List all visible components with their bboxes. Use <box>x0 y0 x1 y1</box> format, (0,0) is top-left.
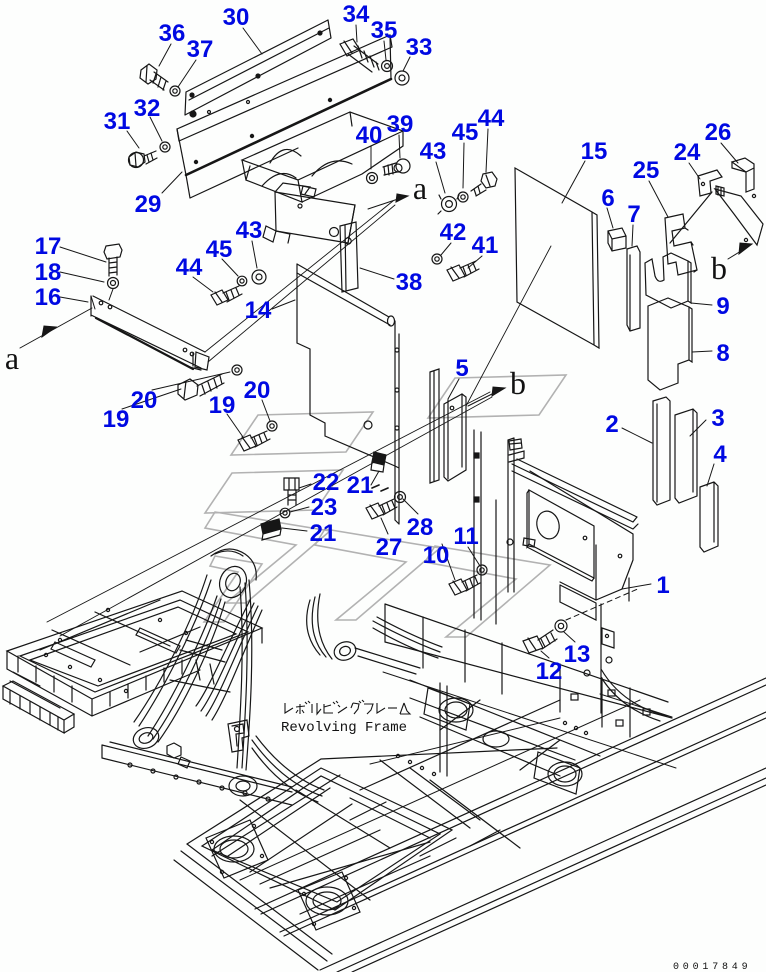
svg-text:31: 31 <box>104 108 131 135</box>
svg-text:Revolving Frame: Revolving Frame <box>281 720 407 736</box>
svg-text:1: 1 <box>656 572 669 599</box>
svg-text:39: 39 <box>387 111 414 138</box>
svg-text:36: 36 <box>159 20 186 47</box>
svg-text:19: 19 <box>209 392 236 419</box>
svg-text:35: 35 <box>371 17 398 44</box>
svg-text:a: a <box>5 340 19 376</box>
svg-text:18: 18 <box>35 259 62 286</box>
svg-text:26: 26 <box>705 119 732 146</box>
svg-text:a: a <box>413 170 427 206</box>
svg-text:10: 10 <box>423 542 450 569</box>
svg-text:6: 6 <box>601 185 614 212</box>
svg-text:28: 28 <box>407 514 434 541</box>
svg-text:22: 22 <box>313 469 340 496</box>
svg-text:14: 14 <box>245 297 272 324</box>
svg-text:9: 9 <box>716 293 729 320</box>
svg-text:17: 17 <box>35 233 62 260</box>
svg-text:24: 24 <box>674 139 701 166</box>
svg-text:30: 30 <box>223 4 250 31</box>
svg-text:29: 29 <box>135 191 162 218</box>
svg-text:41: 41 <box>472 232 499 259</box>
svg-text:43: 43 <box>236 217 263 244</box>
svg-text:25: 25 <box>633 157 660 184</box>
svg-text:2: 2 <box>605 411 618 438</box>
svg-text:45: 45 <box>206 236 233 263</box>
svg-text:38: 38 <box>396 269 423 296</box>
svg-text:20: 20 <box>131 387 158 414</box>
svg-text:7: 7 <box>627 201 640 228</box>
svg-text:8: 8 <box>716 340 729 367</box>
svg-text:00017849: 00017849 <box>673 962 751 972</box>
svg-text:32: 32 <box>134 95 161 122</box>
svg-text:19: 19 <box>103 406 130 433</box>
svg-text:21: 21 <box>347 472 374 499</box>
svg-text:15: 15 <box>581 138 608 165</box>
svg-text:44: 44 <box>176 254 203 281</box>
svg-text:33: 33 <box>406 34 433 61</box>
svg-text:44: 44 <box>478 105 505 132</box>
svg-text:42: 42 <box>440 219 467 246</box>
svg-text:12: 12 <box>536 658 563 685</box>
svg-text:21: 21 <box>310 520 337 547</box>
svg-text:34: 34 <box>343 1 370 28</box>
svg-text:45: 45 <box>452 119 479 146</box>
svg-text:40: 40 <box>356 122 383 149</box>
svg-text:27: 27 <box>376 534 403 561</box>
svg-text:3: 3 <box>711 405 724 432</box>
svg-text:43: 43 <box>420 138 447 165</box>
svg-text:b: b <box>510 365 526 401</box>
svg-text:20: 20 <box>244 377 271 404</box>
svg-text:13: 13 <box>564 641 591 668</box>
svg-text:11: 11 <box>453 523 478 550</box>
svg-text:37: 37 <box>187 36 214 63</box>
svg-text:16: 16 <box>35 284 62 311</box>
svg-text:b: b <box>711 250 727 286</box>
svg-text:23: 23 <box>311 494 338 521</box>
svg-text:4: 4 <box>713 441 727 468</box>
svg-text:5: 5 <box>455 355 468 382</box>
